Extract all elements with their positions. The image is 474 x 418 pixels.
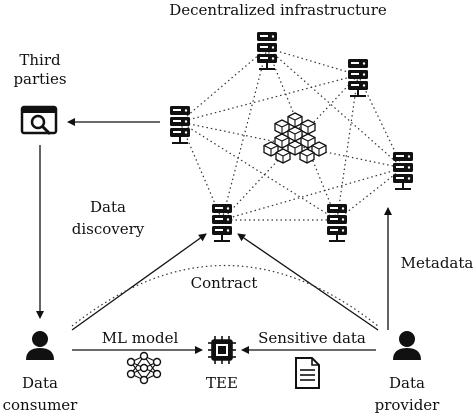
sensitive-data-label: Sensitive data (258, 329, 366, 347)
person-icon (393, 331, 421, 360)
contract-label: Contract (191, 274, 258, 292)
third-parties-label: Third (19, 51, 61, 69)
server-icon (326, 203, 348, 242)
provider-label: Data (389, 374, 425, 392)
server-icon (392, 151, 414, 190)
third-parties-label: parties (13, 70, 66, 88)
consumer-label: Data (22, 374, 58, 392)
server-icon (211, 203, 233, 242)
chip-icon (208, 336, 236, 364)
contract-link (71, 264, 379, 327)
arrow-provider-to-market (237, 233, 379, 331)
person-icon (26, 331, 54, 360)
data-discovery-label: Data (90, 198, 126, 216)
server-icon (169, 105, 191, 144)
ml-model-label: ML model (102, 329, 179, 347)
server-icon (347, 58, 369, 97)
tee-label: TEE (206, 374, 238, 392)
document-icon (295, 357, 320, 389)
diagram-title: Decentralized infrastructure (169, 1, 387, 19)
data-discovery-label: discovery (72, 220, 145, 238)
arrow-consumer-to-market (71, 233, 207, 331)
server-icon (256, 31, 278, 70)
metadata-label: Metadata (401, 254, 474, 272)
neural-network-icon (126, 351, 162, 385)
consumer-label: consumer (3, 396, 79, 414)
provider-label: provider (375, 396, 441, 414)
blockchain-icon (263, 112, 327, 164)
search-window-icon (20, 105, 58, 136)
